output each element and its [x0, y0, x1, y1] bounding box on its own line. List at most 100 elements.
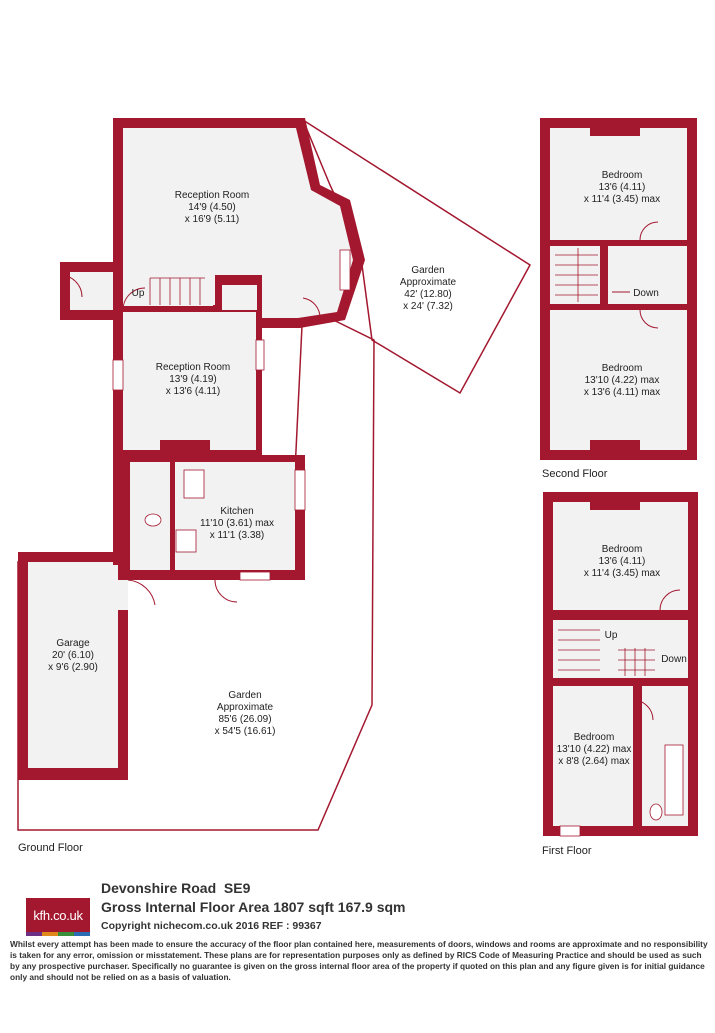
svg-text:85'6 (26.09): 85'6 (26.09)	[218, 714, 271, 725]
garden-large-dim2: x 54'5 (16.61)	[215, 726, 276, 737]
second-bedroom-bottom-dim1: 13'10 (4.22) max	[585, 375, 660, 386]
first-bedroom-top-floor	[553, 502, 688, 610]
logo-bar-orange	[42, 932, 58, 936]
first-landing-floor	[553, 620, 688, 678]
svg-text:Bedroom: Bedroom	[574, 732, 615, 743]
second-bedroom-top-dim1: 13'6 (4.11)	[599, 182, 646, 193]
kfh-logo: kfh.co.uk	[26, 898, 90, 932]
svg-text:13'10 (4.22) max: 13'10 (4.22) max	[557, 744, 632, 755]
svg-text:First Floor: First Floor	[542, 845, 592, 857]
svg-text:x 11'4 (3.45) max: x 11'4 (3.45) max	[584, 568, 660, 579]
first-bath-icon	[664, 744, 684, 816]
window-bay	[339, 249, 351, 291]
svg-text:14'9 (4.50): 14'9 (4.50)	[188, 202, 236, 213]
svg-text:x 9'6 (2.90): x 9'6 (2.90)	[48, 662, 98, 673]
garden-small-outline	[301, 118, 531, 395]
window-reception-2	[112, 359, 124, 391]
window-kitchen-rear	[239, 571, 271, 581]
window-kitchen-side	[294, 469, 306, 511]
garage-dim2: x 9'6 (2.90)	[48, 662, 98, 673]
kitchen-dim2: x 11'1 (3.38)	[210, 530, 265, 541]
reception-room-2-dim2: x 13'6 (4.11)	[166, 386, 221, 397]
garden-small-dim2: x 24' (7.32)	[403, 301, 453, 312]
hall-floor	[123, 268, 213, 306]
second-bedroom-bottom-floor	[550, 310, 687, 450]
logo-text: kfh.co.uk	[33, 907, 83, 923]
svg-text:13'6 (4.11): 13'6 (4.11)	[599, 182, 646, 193]
ground-floor-plan: Reception Room 14'9 (4.50) x 16'9 (5.11)…	[17, 118, 531, 854]
svg-text:Bedroom: Bedroom	[602, 363, 643, 374]
svg-text:Approximate: Approximate	[217, 702, 274, 713]
svg-text:Garage: Garage	[56, 638, 90, 649]
second-bedroom-top-floor	[550, 128, 687, 240]
garden-large-dim1: 85'6 (26.09)	[218, 714, 271, 725]
disclaimer-text: Whilst every attempt has been made to en…	[10, 939, 708, 982]
hob-icon	[175, 529, 197, 553]
sink-icon	[183, 469, 205, 499]
logo-bar-blue	[74, 932, 90, 936]
first-bedroom-bottom-dim2: x 8'8 (2.64) max	[558, 756, 629, 767]
kitchen-dim1: 11'10 (3.61) max	[200, 518, 274, 529]
svg-text:Reception Room: Reception Room	[156, 362, 230, 373]
svg-text:11'10 (3.61) max: 11'10 (3.61) max	[200, 518, 274, 529]
toilet-icon	[144, 513, 162, 527]
svg-text:13'6 (4.11): 13'6 (4.11)	[599, 556, 646, 567]
under-stair-cupboard	[222, 285, 257, 310]
first-bedroom-top-dim2: x 11'4 (3.45) max	[584, 568, 660, 579]
second-window-top	[590, 128, 640, 136]
second-stairs-label: Down	[633, 288, 659, 299]
second-stairs	[555, 248, 598, 302]
logo-bar-green	[58, 932, 74, 936]
window-side	[255, 339, 265, 371]
first-door-swing-bottom	[632, 699, 654, 721]
reception-room-1-dim1: 14'9 (4.50)	[188, 202, 236, 213]
garden-small-line2: Approximate	[400, 277, 457, 288]
first-bedroom-bottom-floor	[553, 686, 633, 826]
reception-room-1-name: Reception Room	[175, 190, 249, 201]
property-title: Devonshire Road SE9	[101, 880, 251, 896]
svg-text:13'9 (4.19): 13'9 (4.19)	[169, 374, 217, 385]
svg-text:13'10 (4.22) max: 13'10 (4.22) max	[585, 375, 660, 386]
floor-area-title: Gross Internal Floor Area 1807 sqft 167.…	[101, 899, 406, 915]
garden-small-dim1: 42' (12.80)	[404, 289, 452, 300]
svg-text:Down: Down	[661, 654, 687, 665]
svg-text:Up: Up	[605, 630, 618, 641]
ground-stairs	[149, 277, 205, 305]
door-swing-garden	[302, 297, 321, 319]
svg-text:Up: Up	[132, 288, 145, 299]
kitchen-name: Kitchen	[220, 506, 253, 517]
logo-bar-purple	[26, 932, 42, 936]
first-floor-plan: Bedroom 13'6 (4.11) x 11'4 (3.45) max Up…	[542, 492, 698, 857]
svg-text:Approximate: Approximate	[400, 277, 457, 288]
logo-color-bar	[26, 932, 90, 936]
reception-room-1-dim2: x 16'9 (5.11)	[185, 214, 240, 225]
svg-text:Second Floor: Second Floor	[542, 468, 608, 480]
svg-text:42' (12.80): 42' (12.80)	[404, 289, 452, 300]
garden-large-line2: Approximate	[217, 702, 274, 713]
door-swing-entry	[59, 274, 83, 298]
garage-name: Garage	[56, 638, 90, 649]
second-bedroom-top-name: Bedroom	[602, 170, 643, 181]
svg-text:Ground Floor: Ground Floor	[18, 842, 83, 854]
first-bedroom-bottom-name: Bedroom	[574, 732, 615, 743]
svg-text:Garden: Garden	[228, 690, 261, 701]
svg-text:Bedroom: Bedroom	[602, 544, 643, 555]
svg-text:x 24' (7.32): x 24' (7.32)	[403, 301, 453, 312]
second-door-swing-top	[639, 221, 659, 241]
reception-room-2-dim1: 13'9 (4.19)	[169, 374, 217, 385]
svg-text:20' (6.10): 20' (6.10)	[52, 650, 94, 661]
second-door-swing-bottom	[639, 309, 659, 329]
first-stairs-down-label: Down	[661, 654, 687, 665]
first-floor-label: First Floor	[542, 845, 592, 857]
svg-text:Bedroom: Bedroom	[602, 170, 643, 181]
garage-door-swing	[127, 579, 156, 606]
svg-text:x 11'1 (3.38): x 11'1 (3.38)	[210, 530, 265, 541]
second-bedroom-top-dim2: x 11'4 (3.45) max	[584, 194, 660, 205]
door-swing-kitchen	[214, 579, 238, 603]
porch-floor	[70, 272, 113, 310]
svg-text:Garden: Garden	[411, 265, 444, 276]
chimney-breast	[160, 440, 210, 458]
svg-text:x 54'5 (16.61): x 54'5 (16.61)	[215, 726, 276, 737]
garage-door-opening	[118, 580, 128, 610]
first-bedroom-top-dim1: 13'6 (4.11)	[599, 556, 646, 567]
